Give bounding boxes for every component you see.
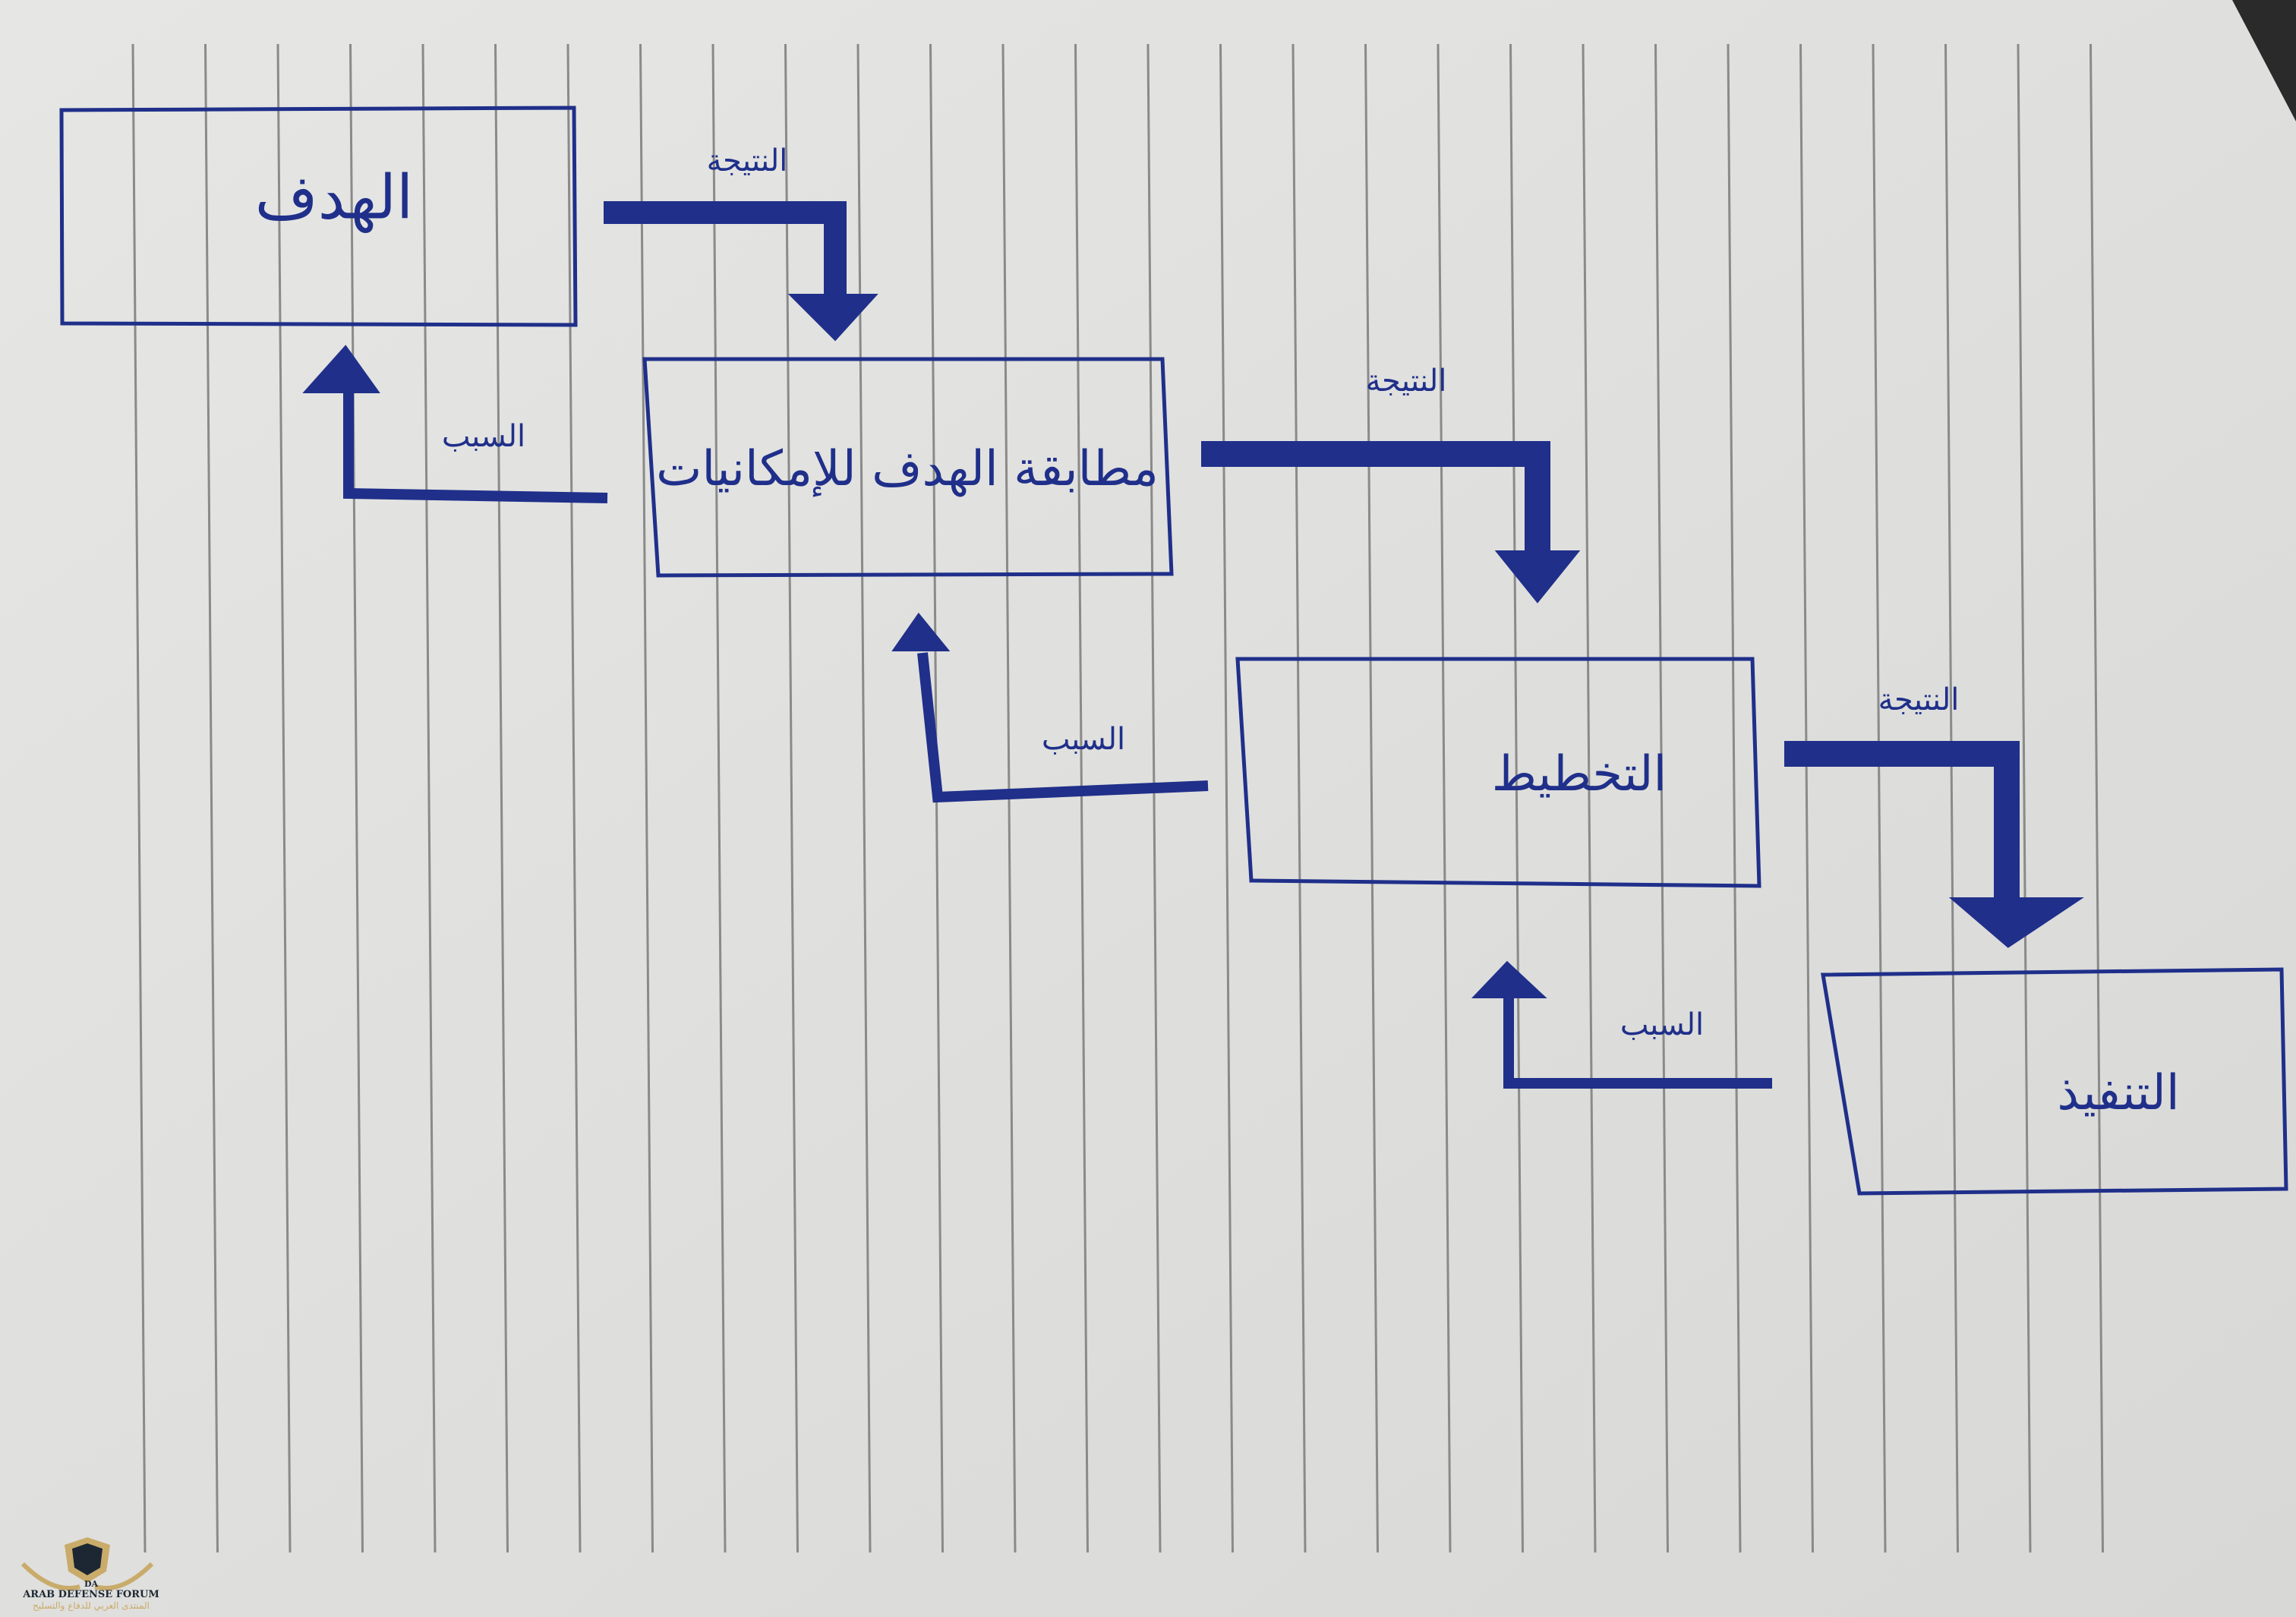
box-execution-label: التنفيذ [2057,1065,2180,1121]
box-planning [1235,657,1761,888]
result-arrow-3 [1784,741,2084,948]
ruled-line [349,43,364,1553]
ruled-line [1146,43,1162,1553]
ruled-line [1727,43,1742,1553]
ruled-line [784,43,799,1553]
watermark-logo [20,1537,154,1590]
box-matching-label: مطابقة الهدف للإمكانيات [656,441,1159,497]
ruled-line [131,43,147,1553]
result-label-2: النتيجة [1365,364,1447,399]
page-edge-shadow [2232,0,2296,121]
ruled-line [1074,43,1089,1553]
box-planning-label: التخطيط [1491,746,1667,802]
ruled-line [1437,43,1452,1553]
cause-arrow-3 [1471,960,1772,1089]
box-goal-label: الهدف [254,162,414,233]
ruled-line [276,43,292,1553]
cause-label-1: السبب [441,419,526,454]
watermark-name-ar: المنتدى العربي للدفاع والتسليح [33,1600,150,1611]
ruled-line [1654,43,1669,1553]
ruled-line [1364,43,1379,1553]
box-execution [1821,967,2288,1196]
ruled-line [494,43,509,1553]
cause-arrows [302,345,1772,1089]
ruled-line [421,43,437,1553]
ruled-line [566,43,582,1553]
ruled-line [711,43,727,1553]
ruled-line [639,43,654,1553]
result-arrow-2 [1201,441,1581,604]
diagram-boxes [59,106,2288,1196]
ruled-line [2017,43,2032,1553]
ruled-line [204,43,219,1553]
ruled-line [1944,43,1959,1553]
cause-arrow-2 [891,613,1209,803]
result-arrows [604,201,2084,948]
ruled-line [1799,43,1814,1553]
ruled-line [1582,43,1597,1553]
watermark-initials: DA [84,1579,99,1589]
result-arrow-1 [604,201,878,342]
box-goal [59,106,578,327]
watermark-name-en: ARAB DEFENSE FORUM [23,1589,159,1600]
cause-arrow-1 [302,345,608,503]
cause-label-3: السبب [1620,1007,1705,1042]
result-label-3: النتيجة [1878,682,1960,717]
ruled-lines [131,43,2104,1553]
ruled-line [1219,43,1234,1553]
box-matching [642,357,1174,578]
watermark: DA ARAB DEFENSE FORUM المنتدى العربي للد… [15,1518,167,1611]
ruled-line [1292,43,1307,1553]
ruled-line [2089,43,2104,1553]
ruled-line [1872,43,1887,1553]
result-label-1: النتيجة [706,143,788,178]
ruled-line [1509,43,1524,1553]
cause-label-2: السبب [1041,722,1126,757]
